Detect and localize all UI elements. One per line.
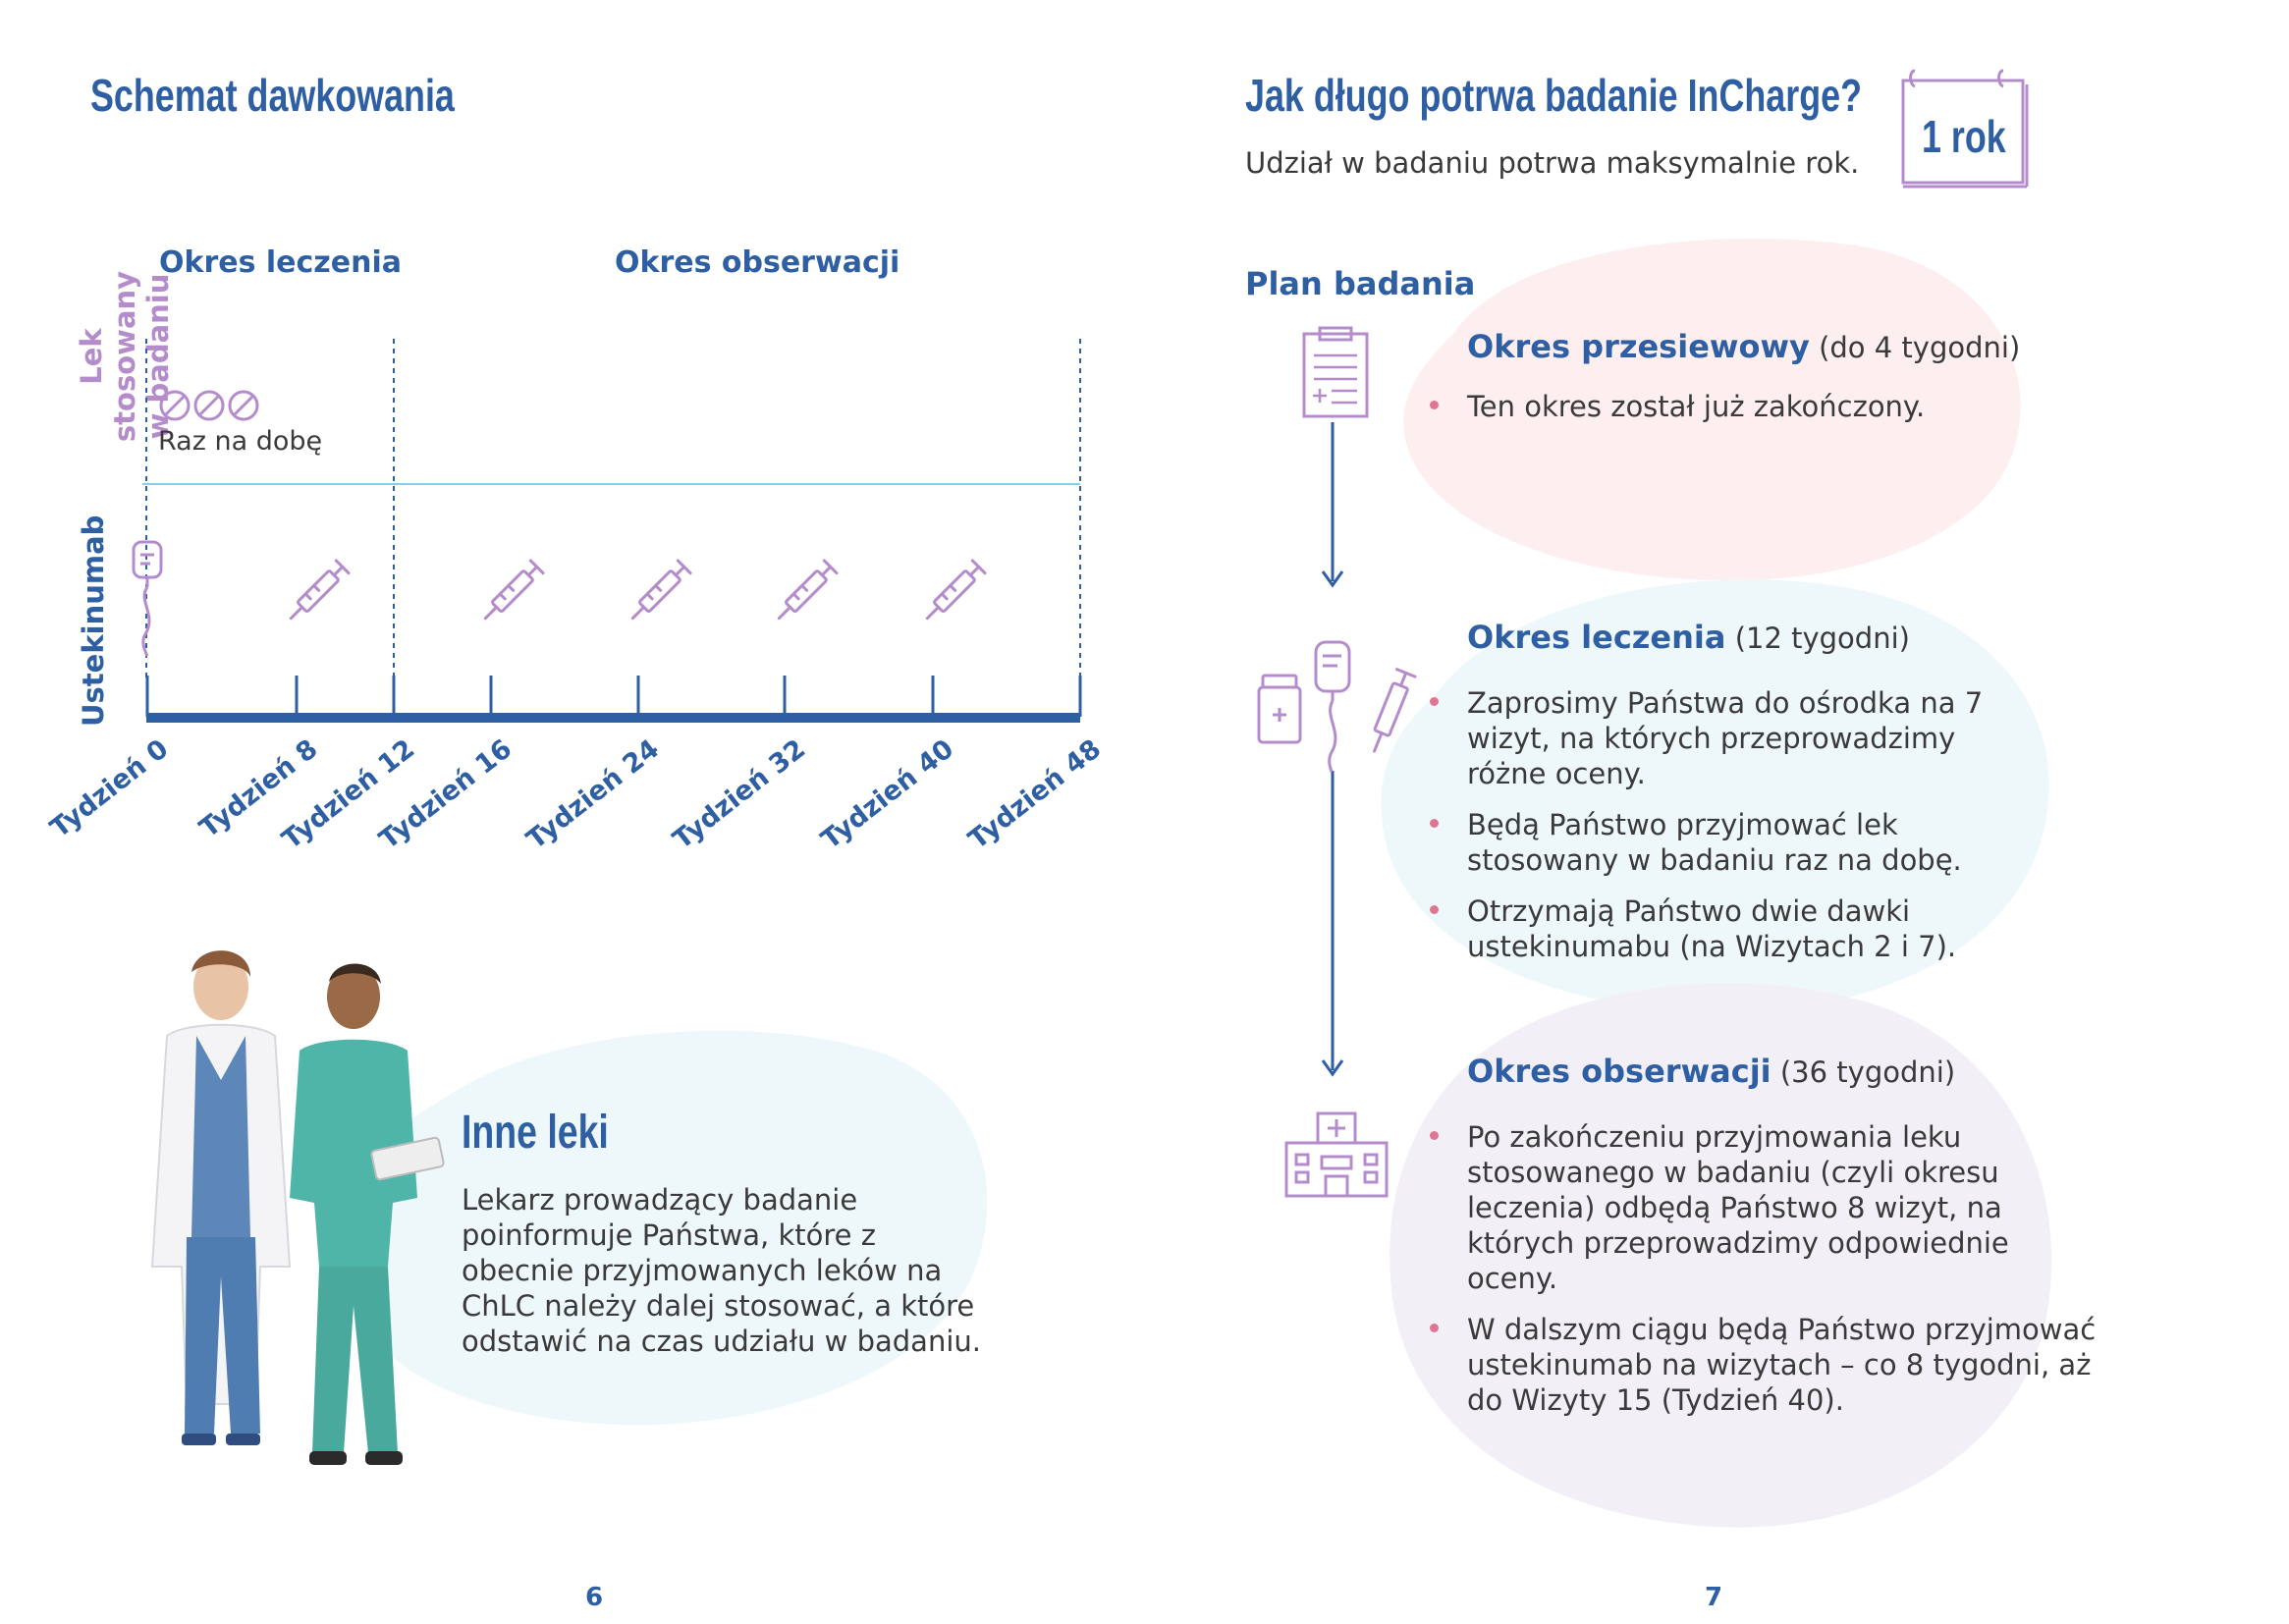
treatment-blob bbox=[1381, 579, 2049, 1012]
observation-blob bbox=[1390, 983, 2052, 1528]
treatment-duration: (12 tygodni) bbox=[1734, 622, 1910, 655]
right-page-subtitle: Udział w badaniu potrwa maksymalnie rok. bbox=[1245, 146, 1860, 180]
dosing-schedule-chart bbox=[132, 339, 1082, 723]
other-drugs-title: Inne leki bbox=[462, 1107, 609, 1159]
clipboard-icon bbox=[1302, 326, 1369, 418]
syringe-icon-plan bbox=[1373, 668, 1417, 753]
list-item: Po zakończeniu przyjmowania leku stosowa… bbox=[1430, 1119, 2105, 1296]
period-treatment-label: Okres leczenia bbox=[159, 245, 403, 280]
screening-heading: Okres przesiewowy (do 4 tygodni) bbox=[1467, 328, 2020, 365]
timeline-ticks bbox=[145, 676, 1082, 717]
screening-title: Okres przesiewowy bbox=[1467, 328, 1810, 365]
hospital-icon bbox=[1284, 1111, 1389, 1198]
observation-duration: (36 tygodni) bbox=[1779, 1056, 1956, 1089]
page-number-right: 7 bbox=[1705, 1583, 1723, 1612]
screening-list: Ten okres został już zakończony. bbox=[1430, 389, 2017, 440]
other-drugs-blob bbox=[342, 1030, 988, 1426]
calendar-label: 1 rok bbox=[1922, 111, 2006, 162]
screening-blob bbox=[1403, 238, 2021, 581]
doctors-illustration bbox=[150, 950, 445, 1465]
page-number-left: 6 bbox=[585, 1583, 604, 1612]
treatment-title: Okres leczenia bbox=[1467, 619, 1726, 656]
list-item: Ten okres został już zakończony. bbox=[1430, 389, 2017, 424]
list-item: W dalszym ciągu będą Państwo przyjmować … bbox=[1430, 1312, 2105, 1418]
list-item: Otrzymają Państwo dwie dawki ustekinumab… bbox=[1430, 893, 2017, 964]
dose-frequency-text: Raz na dobę bbox=[158, 426, 323, 457]
observation-list: Po zakończeniu przyjmowania leku stosowa… bbox=[1430, 1119, 2105, 1434]
treatment-icons bbox=[1257, 640, 1417, 773]
observation-title: Okres obserwacji bbox=[1467, 1053, 1771, 1090]
other-drugs-body: Lekarz prowadzący badanie poinformuje Pa… bbox=[462, 1183, 981, 1358]
syringe-icons bbox=[289, 559, 987, 621]
plan-flow-arrows bbox=[1321, 422, 1344, 1077]
list-item: Zaprosimy Państwa do ośrodka na 7 wizyt,… bbox=[1430, 685, 2017, 791]
observation-heading: Okres obserwacji (36 tygodni) bbox=[1467, 1053, 1955, 1090]
screening-duration: (do 4 tygodni) bbox=[1819, 331, 2021, 364]
iv-bag-icon bbox=[132, 540, 163, 657]
medicine-bottle-icon bbox=[1257, 674, 1302, 744]
plan-title: Plan badania bbox=[1245, 265, 1476, 302]
left-page-title: Schemat dawkowania bbox=[90, 70, 455, 121]
timeline-bar bbox=[146, 713, 1080, 723]
right-page-title: Jak długo potrwa badanie InCharge? bbox=[1245, 70, 1862, 121]
period-observation-label: Okres obserwacji bbox=[615, 245, 900, 280]
iv-bag-icon-plan bbox=[1314, 640, 1351, 773]
list-item: Będą Państwo przyjmować lek stosowany w … bbox=[1430, 807, 2017, 878]
treatment-heading: Okres leczenia (12 tygodni) bbox=[1467, 619, 1910, 656]
pill-icon bbox=[159, 390, 259, 421]
treatment-list: Zaprosimy Państwa do ośrodka na 7 wizyt,… bbox=[1430, 685, 2017, 980]
calendar-icon bbox=[1901, 69, 2029, 189]
